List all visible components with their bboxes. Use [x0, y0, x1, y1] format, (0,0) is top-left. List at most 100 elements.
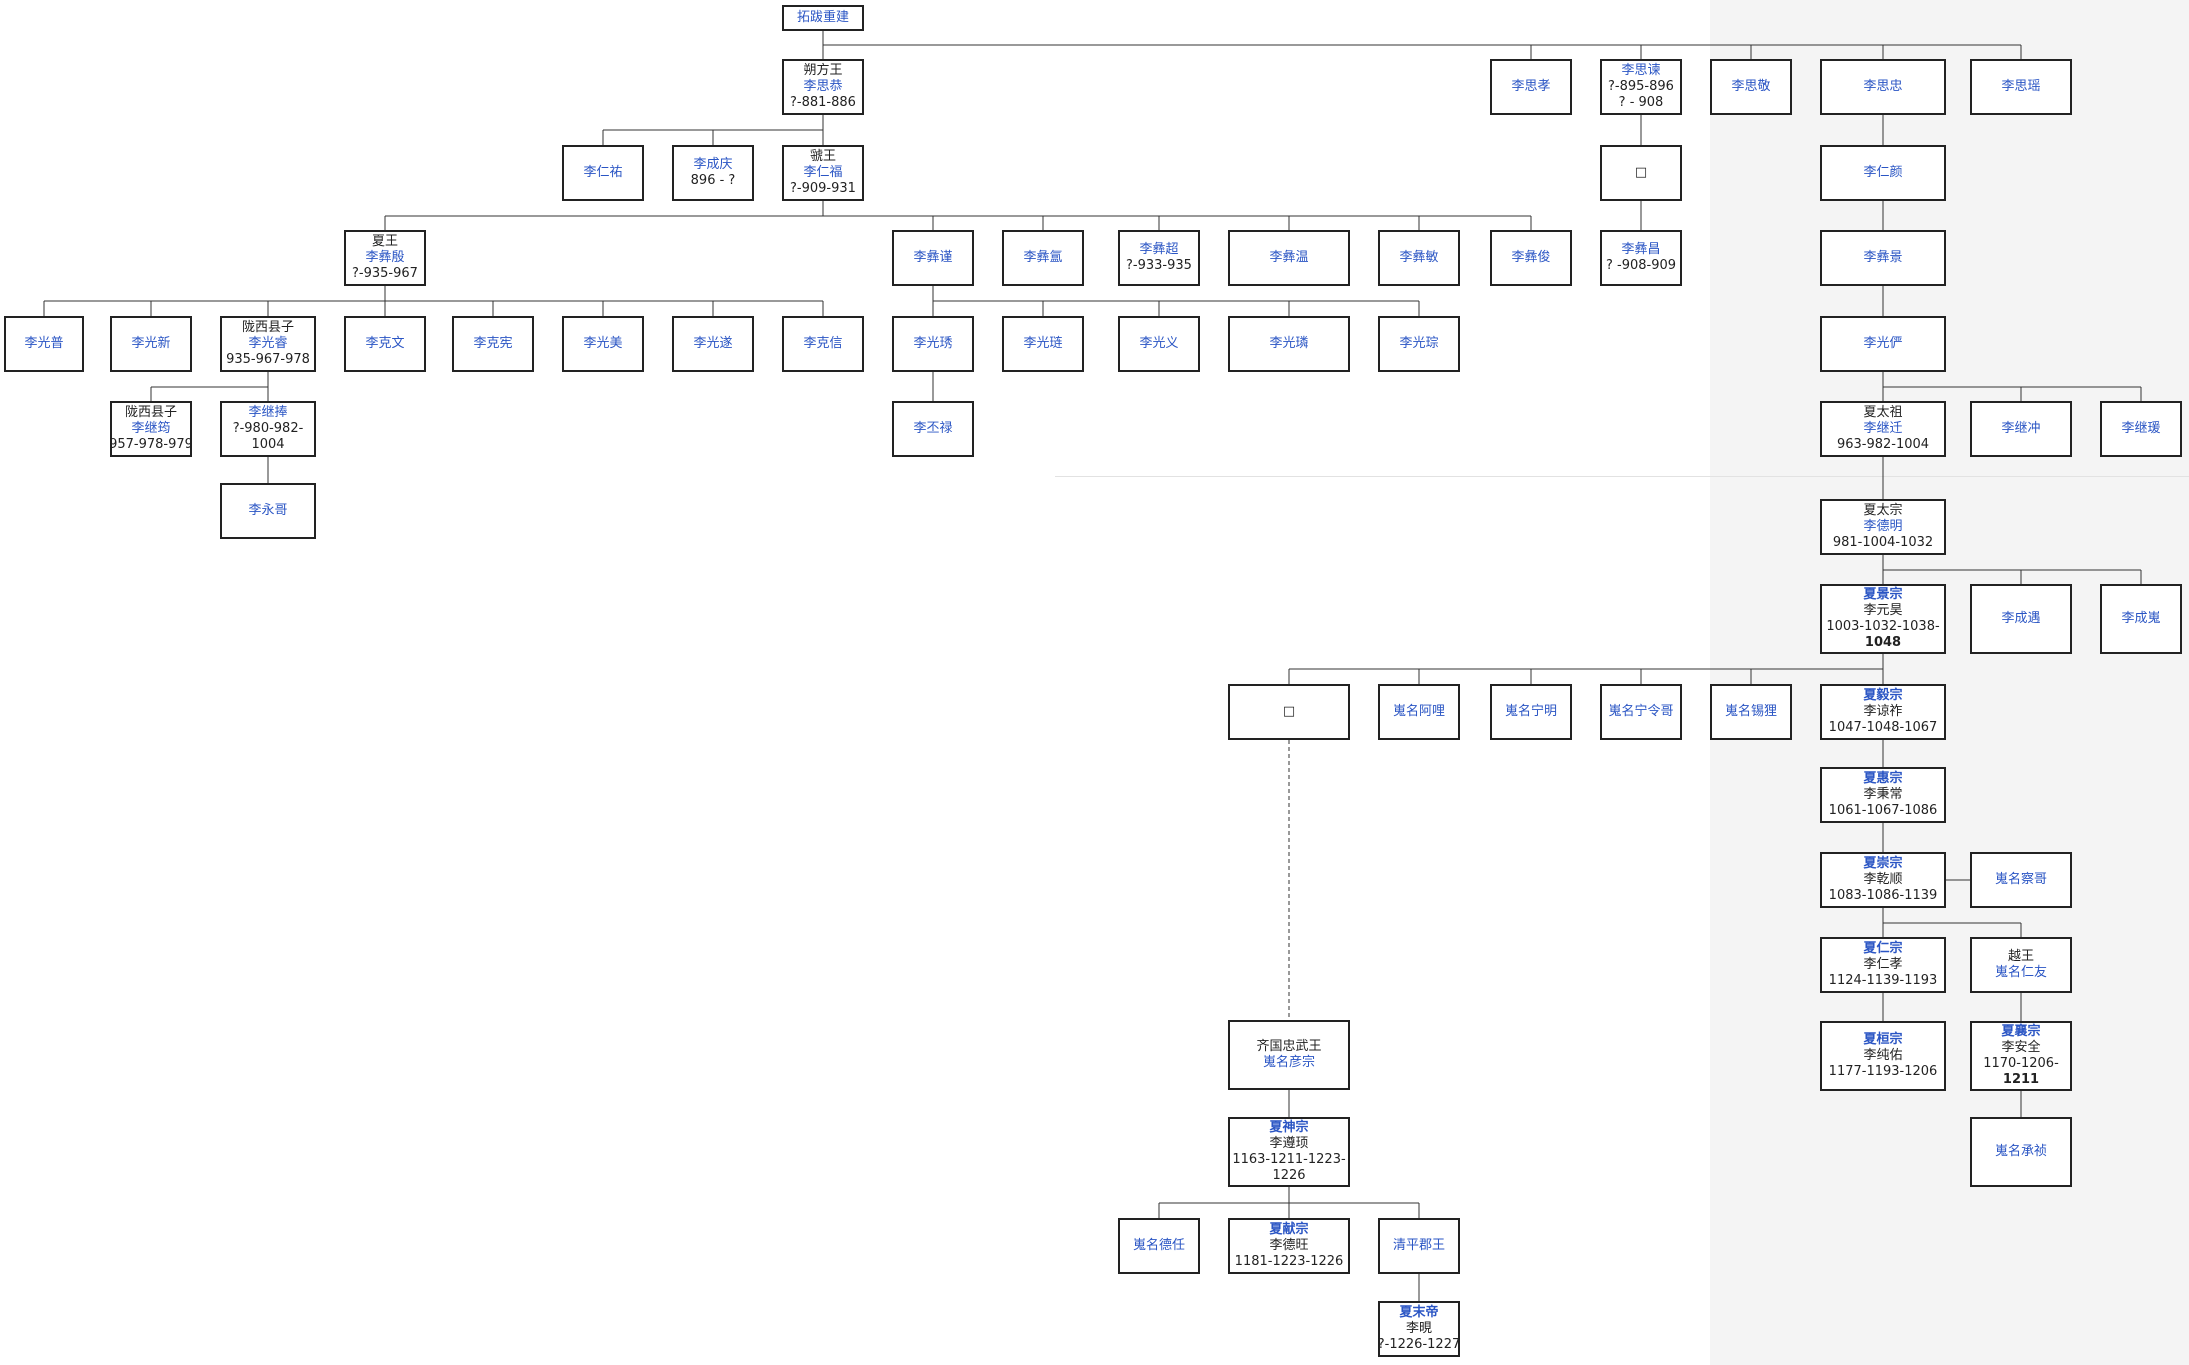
person-node[interactable]: □ [1228, 684, 1350, 740]
person-node[interactable]: 李光义 [1118, 316, 1200, 372]
person-node-line[interactable]: 夏毅宗 [1863, 688, 1903, 703]
person-node-line[interactable]: 李光普 [24, 336, 64, 351]
person-node[interactable]: 齐国忠武王嵬名彦宗 [1228, 1020, 1350, 1090]
person-node[interactable]: 夏王李彝殷?-935-967 [344, 230, 426, 286]
person-node[interactable]: 李彝超?-933-935 [1118, 230, 1200, 286]
person-node[interactable]: 李继捧?-980-982-1004 [220, 401, 316, 457]
person-node[interactable]: □ [1600, 145, 1682, 201]
person-node-line[interactable]: 夏景宗 [1863, 587, 1903, 602]
person-node[interactable]: 李思谏?-895-896? - 908 [1600, 59, 1682, 115]
person-node[interactable]: 李继瑗 [2100, 401, 2182, 457]
person-node[interactable]: 李彝温 [1228, 230, 1350, 286]
person-node[interactable]: 李彝景 [1820, 230, 1946, 286]
person-node[interactable]: 李丕禄 [892, 401, 974, 457]
person-node[interactable]: 李彝氲 [1002, 230, 1084, 286]
person-node-line[interactable]: 李光义 [1139, 336, 1179, 351]
person-node-line[interactable]: 李光琮 [1399, 336, 1439, 351]
person-node-line[interactable]: 李光璘 [1269, 336, 1309, 351]
person-node[interactable]: 朔方王李思恭?-881-886 [782, 59, 864, 115]
person-node[interactable]: 李光遂 [672, 316, 754, 372]
person-node-line[interactable]: 夏仁宗 [1863, 941, 1903, 956]
person-node[interactable]: 李永哥 [220, 483, 316, 539]
person-node[interactable]: 李成嵬 [2100, 584, 2182, 654]
person-node-line[interactable]: 夏崇宗 [1863, 856, 1903, 871]
person-node-line[interactable]: 李光睿 [248, 336, 288, 351]
person-node[interactable]: 越王嵬名仁友 [1970, 937, 2072, 993]
person-node-line[interactable]: 李成遇 [2001, 611, 2041, 626]
person-node-line[interactable]: 李仁福 [803, 165, 843, 180]
person-node-line[interactable]: 李继冲 [2001, 421, 2041, 436]
person-node-line[interactable]: 嵬名阿哩 [1392, 704, 1445, 719]
person-node-line[interactable]: 李光遂 [693, 336, 733, 351]
person-node-line[interactable]: 李丕禄 [913, 421, 953, 436]
person-node[interactable]: 李仁颜 [1820, 145, 1946, 201]
person-node-line[interactable]: 李克宪 [473, 336, 513, 351]
person-node-line[interactable]: 李仁颜 [1863, 165, 1903, 180]
person-node[interactable]: 嵬名察哥 [1970, 852, 2072, 908]
person-node[interactable]: 李彝敏 [1378, 230, 1460, 286]
person-node[interactable]: 夏末帝李晛?-1226-1227 [1378, 1301, 1460, 1357]
person-node[interactable]: 李继冲 [1970, 401, 2072, 457]
person-node-line[interactable]: 李思瑶 [2001, 79, 2041, 94]
person-node[interactable]: 李彝俊 [1490, 230, 1572, 286]
person-node[interactable]: 李光俨 [1820, 316, 1946, 372]
person-node[interactable]: 嵬名锡狸 [1710, 684, 1792, 740]
person-node[interactable]: 李光琮 [1378, 316, 1460, 372]
person-node[interactable]: 嵬名阿哩 [1378, 684, 1460, 740]
person-node-line[interactable]: 夏神宗 [1269, 1120, 1309, 1135]
person-node[interactable]: 李彝谨 [892, 230, 974, 286]
person-node-line[interactable]: 李克文 [365, 336, 405, 351]
person-node[interactable]: 李思孝 [1490, 59, 1572, 115]
person-node-line[interactable]: 李继瑗 [2121, 421, 2161, 436]
person-node-line[interactable]: 李思孝 [1511, 79, 1551, 94]
person-node[interactable]: 虢王李仁福?-909-931 [782, 145, 864, 201]
person-node-line[interactable]: 拓跋重建 [796, 10, 849, 25]
person-node[interactable]: 清平郡王 [1378, 1218, 1460, 1274]
person-node-line[interactable]: 李彝殷 [365, 250, 405, 265]
person-node[interactable]: 拓跋重建 [782, 5, 864, 31]
person-node-line[interactable]: 嵬名德任 [1132, 1238, 1185, 1253]
person-node-line[interactable]: 夏惠宗 [1863, 771, 1903, 786]
person-node-line[interactable]: 嵬名承祯 [1994, 1144, 2047, 1159]
person-node-line[interactable]: 李继迁 [1863, 421, 1903, 436]
person-node-line[interactable]: 嵬名察哥 [1994, 872, 2047, 887]
person-node-line[interactable]: 李光新 [131, 336, 171, 351]
person-node-line[interactable]: 嵬名彦宗 [1262, 1055, 1315, 1070]
person-node-line[interactable]: 李继筠 [131, 421, 171, 436]
person-node[interactable]: 李思忠 [1820, 59, 1946, 115]
person-node-line[interactable]: 李彝景 [1863, 250, 1903, 265]
person-node-line[interactable]: 嵬名宁明 [1504, 704, 1557, 719]
person-node-line[interactable]: 李克信 [803, 336, 843, 351]
person-node-line[interactable]: 李光琏 [1023, 336, 1063, 351]
person-node-line[interactable]: 李思谏 [1621, 63, 1661, 78]
person-node-line[interactable]: 嵬名宁令哥 [1608, 704, 1674, 719]
person-node-line[interactable]: 李彝敏 [1399, 250, 1439, 265]
person-node-line[interactable]: 李彝昌 [1621, 242, 1661, 257]
person-node-line[interactable]: 李成嵬 [2121, 611, 2161, 626]
person-node-line[interactable]: 李继捧 [248, 405, 288, 420]
person-node[interactable]: 嵬名宁令哥 [1600, 684, 1682, 740]
person-node[interactable]: 李成遇 [1970, 584, 2072, 654]
person-node-line[interactable]: 夏末帝 [1399, 1305, 1439, 1320]
person-node[interactable]: 李克信 [782, 316, 864, 372]
person-node-line[interactable]: 嵬名仁友 [1994, 965, 2047, 980]
person-node[interactable]: 李光新 [110, 316, 192, 372]
person-node[interactable]: 李仁祐 [562, 145, 644, 201]
person-node-line[interactable]: 李光琇 [913, 336, 953, 351]
person-node-line[interactable]: 嵬名锡狸 [1724, 704, 1777, 719]
person-node[interactable]: 李克宪 [452, 316, 534, 372]
person-node[interactable]: 李克文 [344, 316, 426, 372]
person-node[interactable]: 嵬名德任 [1118, 1218, 1200, 1274]
person-node-line[interactable]: 李彝俊 [1511, 250, 1551, 265]
person-node-line[interactable]: 李光俨 [1863, 336, 1903, 351]
person-node-line[interactable]: 李彝超 [1139, 242, 1179, 257]
